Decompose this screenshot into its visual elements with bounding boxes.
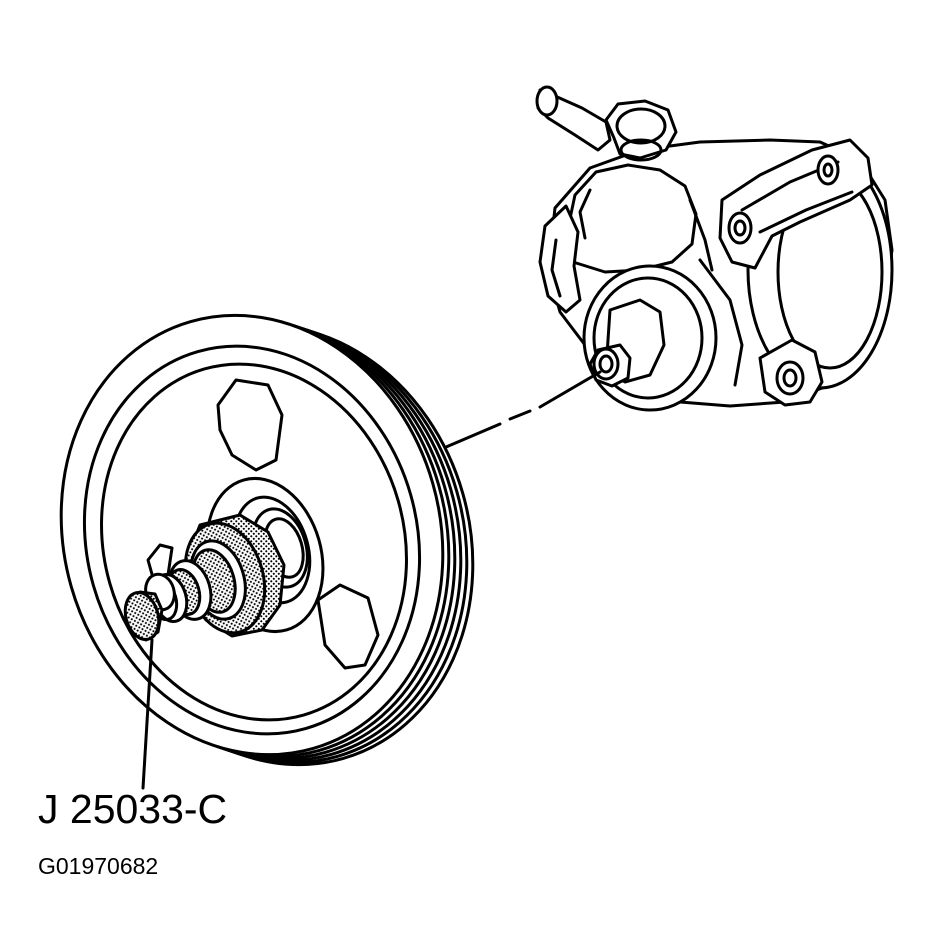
callout-leader-line — [141, 638, 154, 790]
tool-callout-label: J 25033-C — [38, 786, 228, 832]
pulley-icon — [59, 313, 475, 767]
figure-id: G01970682 — [38, 853, 159, 879]
power-steering-pump-icon — [535, 85, 894, 412]
pulley-installer-tool-icon — [123, 513, 286, 642]
alignment-centerline — [430, 370, 602, 455]
